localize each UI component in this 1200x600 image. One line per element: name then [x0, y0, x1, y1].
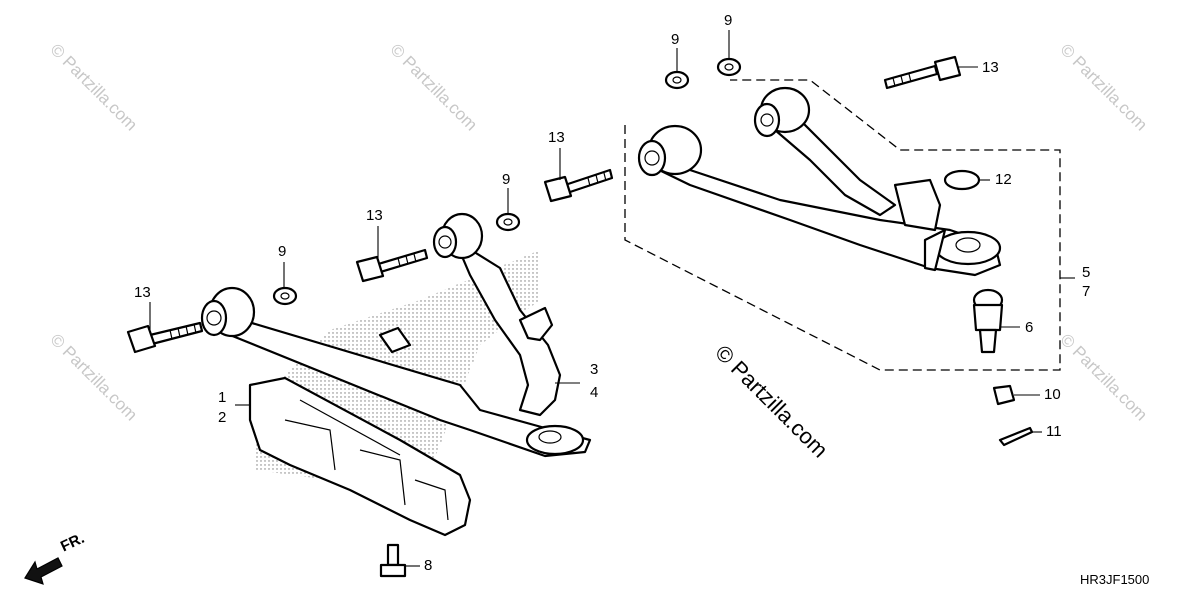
callout-13: 13 — [548, 129, 565, 146]
callout-1: 1 — [218, 389, 227, 406]
castle-nut-10 — [992, 384, 1016, 406]
callout-13: 13 — [134, 284, 151, 301]
bolt-parts — [126, 55, 962, 354]
leader-lines — [149, 30, 1075, 567]
callout-3: 3 — [590, 361, 599, 378]
callout-9: 9 — [671, 31, 680, 48]
callout-9: 9 — [278, 243, 287, 260]
assembly-boundary — [624, 79, 1061, 371]
diagram-code: HR3JF1500 — [1080, 572, 1150, 587]
callout-12: 12 — [995, 171, 1012, 188]
callout-13: 13 — [366, 207, 383, 224]
callout-9: 9 — [502, 171, 511, 188]
bolt-8 — [379, 543, 407, 578]
skid-plate — [248, 376, 472, 537]
callout-9: 9 — [724, 12, 733, 29]
snap-ring-12 — [943, 169, 981, 191]
callout-8: 8 — [424, 557, 433, 574]
callout-2: 2 — [218, 409, 227, 426]
cotter-pin-11 — [998, 426, 1034, 447]
callout-11: 11 — [1046, 423, 1062, 440]
callout-13: 13 — [982, 59, 999, 76]
callout-7: 7 — [1082, 283, 1091, 300]
callout-5: 5 — [1082, 264, 1091, 281]
callout-6: 6 — [1025, 319, 1034, 336]
callout-10: 10 — [1044, 386, 1061, 403]
callout-4: 4 — [590, 384, 599, 401]
ball-joint-6 — [972, 288, 1004, 354]
upper-arm-assembly — [637, 86, 1002, 277]
lower-arm-assembly — [200, 212, 592, 458]
front-arrow-icon — [24, 557, 63, 585]
